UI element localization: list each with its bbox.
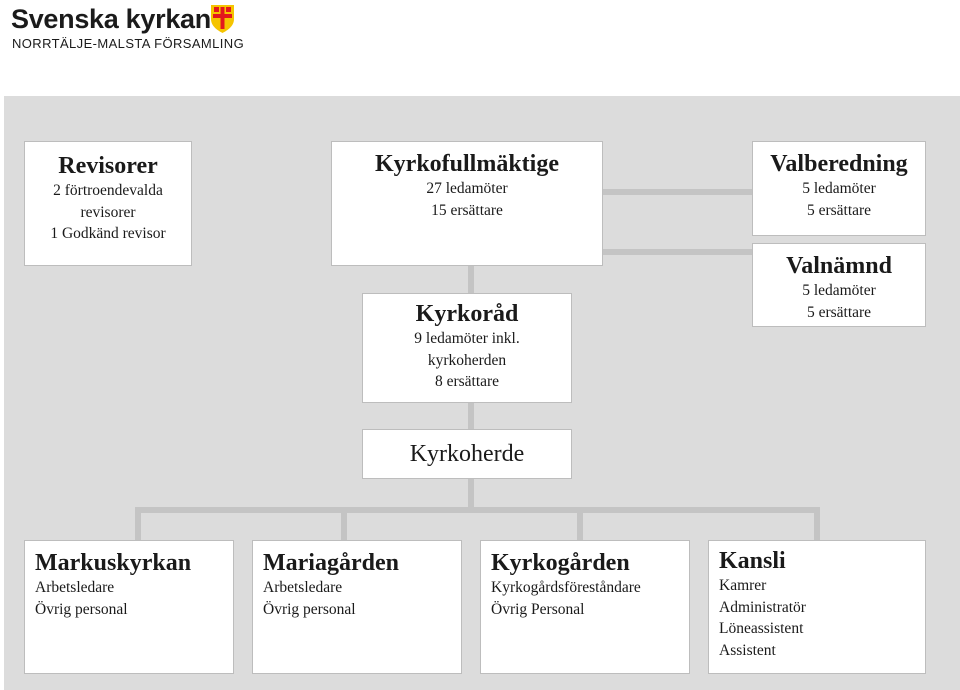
valnamnd-line: 5 ledamöter: [802, 282, 876, 299]
kyrkorad-line: 9 ledamöter inkl.: [414, 330, 520, 347]
organization-chart: Revisorer 2 förtroendevalda revisorer 1 …: [4, 96, 960, 690]
logo-name: Svenska kyrkan: [11, 4, 211, 34]
kyrkofullmaktige-line: 27 ledamöter: [426, 180, 508, 197]
unit-line: Administratör: [719, 598, 806, 616]
unit-line: Arbetsledare: [263, 579, 343, 596]
valberedning-line: 5 ledamöter: [802, 180, 876, 197]
kyrkorad-line: kyrkoherden: [427, 351, 507, 369]
valberedning-line: 5 ersättare: [806, 201, 872, 219]
unit-line: Övrig Personal: [491, 600, 585, 618]
connector-unit-4: [814, 507, 820, 540]
unit-line: Arbetsledare: [35, 579, 115, 596]
kyrkorad-box: Kyrkoråd 9 ledamöter inkl. kyrkoherden 8…: [362, 293, 572, 403]
connector-kyrkorad-kyrkoherde: [468, 402, 474, 429]
logo-subtitle: NORRTÄLJE-MALSTA FÖRSAMLING: [12, 36, 245, 51]
unit-line: Assistent: [719, 641, 776, 659]
unit-title: Kyrkogården: [491, 550, 630, 576]
valnamnd-line: 5 ersättare: [806, 303, 872, 321]
connector-fullmaktige-valberedning: [603, 189, 753, 195]
connector-fullmaktige-kyrkorad: [468, 266, 474, 294]
connector-kyrkoherde-down: [468, 478, 474, 510]
revisorer-title: Revisorer: [58, 153, 158, 179]
unit-title: Markuskyrkan: [35, 550, 192, 576]
unit-line: Kamrer: [719, 577, 767, 594]
kyrkorad-line: 8 ersättare: [434, 373, 500, 390]
connector-unit-3: [577, 507, 583, 540]
valnamnd-box: Valnämnd 5 ledamöter 5 ersättare: [752, 243, 926, 327]
unit-line: Löneassistent: [719, 620, 804, 637]
revisorer-box: Revisorer 2 förtroendevalda revisorer 1 …: [24, 141, 192, 266]
church-logo[interactable]: Svenska kyrkan NORRTÄLJE-MALSTA FÖRSAMLI…: [11, 4, 251, 51]
unit-kyrkogarden-box: Kyrkogården Kyrkogårdsföreståndare Övrig…: [480, 540, 690, 674]
unit-title: Kansli: [719, 548, 786, 574]
valberedning-title: Valberedning: [770, 151, 908, 177]
unit-mariagarden-box: Mariagården Arbetsledare Övrig personal: [252, 540, 462, 674]
connector-fullmaktige-valnamnd: [603, 249, 753, 255]
connector-unit-1: [135, 507, 141, 540]
kyrkoherde-box: Kyrkoherde: [362, 429, 572, 479]
kyrkofullmaktige-line: 15 ersättare: [431, 201, 503, 219]
unit-title: Mariagården: [263, 550, 399, 576]
connector-unit-2: [341, 507, 347, 540]
unit-markuskyrkan-box: Markuskyrkan Arbetsledare Övrig personal: [24, 540, 234, 674]
valberedning-box: Valberedning 5 ledamöter 5 ersättare: [752, 141, 926, 236]
connector-units-horizontal: [135, 507, 820, 513]
kyrkoherde-title: Kyrkoherde: [409, 441, 525, 467]
unit-line: Kyrkogårdsföreståndare: [491, 579, 641, 596]
revisorer-line: 1 Godkänd revisor: [50, 225, 166, 242]
kyrkofullmaktige-box: Kyrkofullmäktige 27 ledamöter 15 ersätta…: [331, 141, 603, 266]
revisorer-line: revisorer: [80, 203, 136, 221]
kyrkofullmaktige-title: Kyrkofullmäktige: [375, 151, 559, 177]
kyrkorad-title: Kyrkoråd: [415, 301, 519, 327]
revisorer-line: 2 förtroendevalda: [53, 182, 163, 199]
unit-line: Övrig personal: [263, 600, 356, 618]
cross-emblem-icon: [211, 5, 234, 33]
unit-line: Övrig personal: [35, 600, 128, 618]
valnamnd-title: Valnämnd: [786, 253, 892, 279]
unit-kansli-box: Kansli Kamrer Administratör Löneassisten…: [708, 540, 926, 674]
